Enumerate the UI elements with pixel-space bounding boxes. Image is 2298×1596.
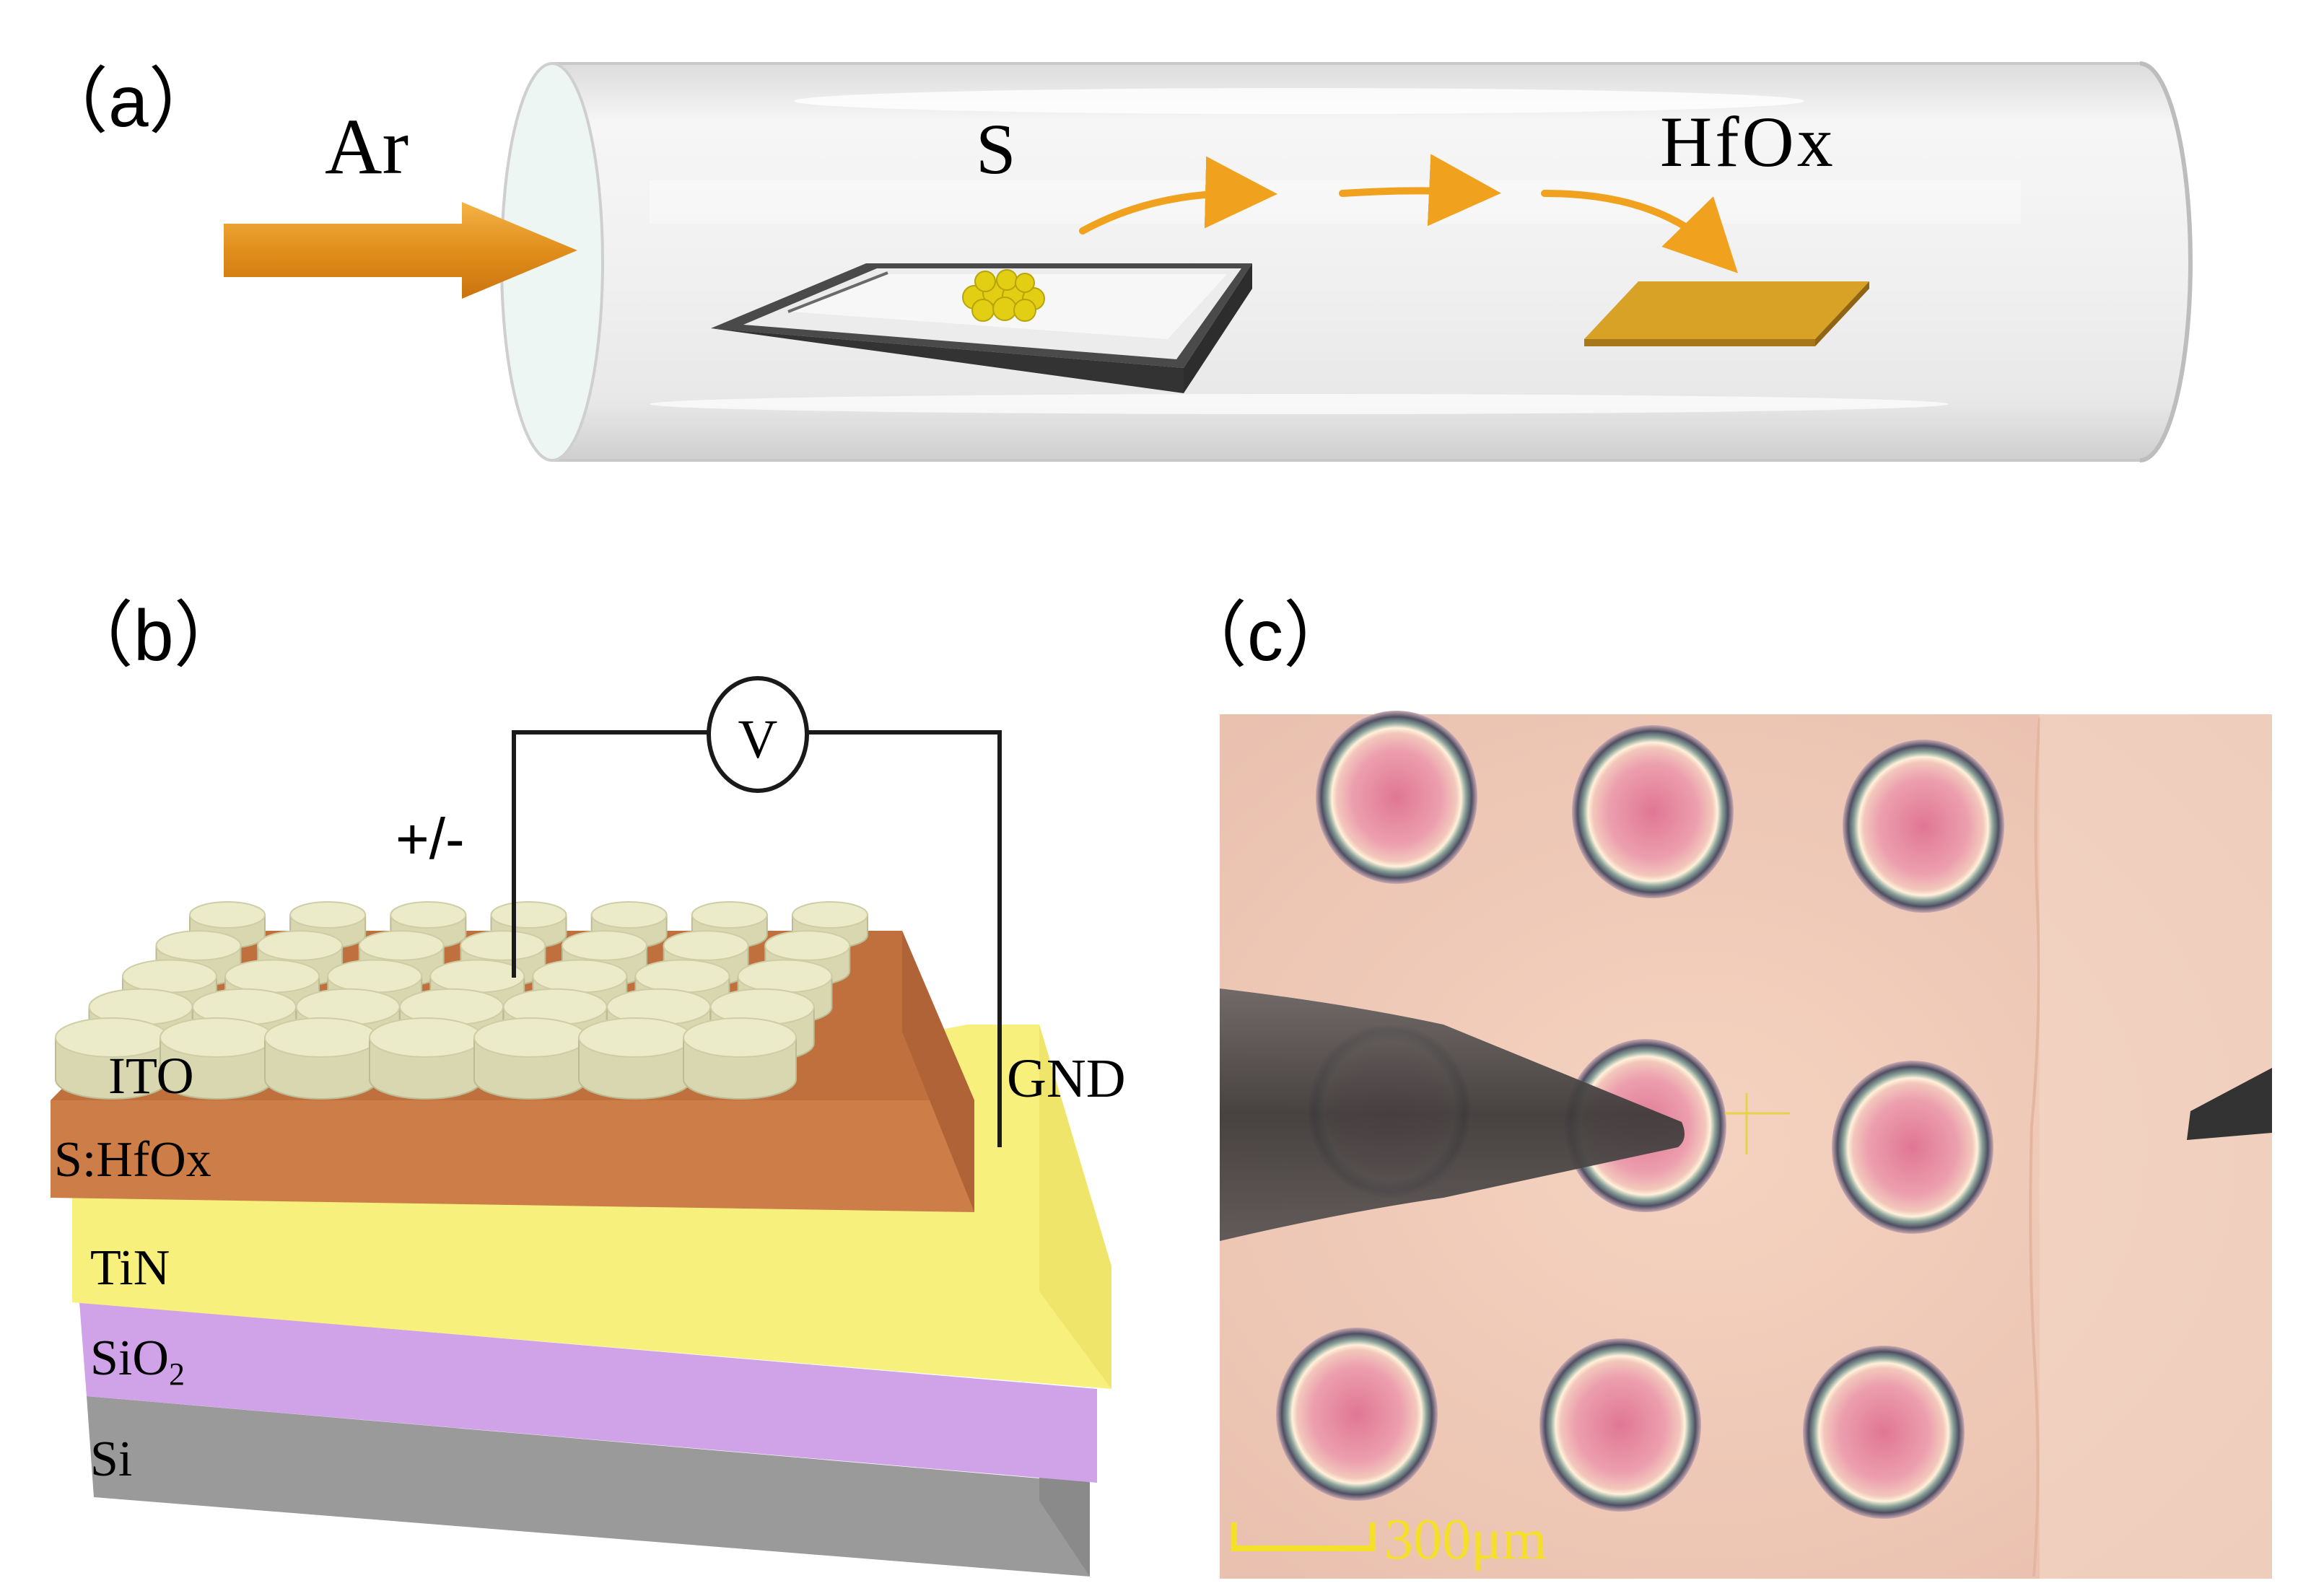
scale-bar-label: 300μm <box>1384 1508 1547 1571</box>
micrograph-pad <box>1276 1328 1438 1501</box>
voltmeter-symbol: V <box>738 709 778 770</box>
sulfur-label: S <box>976 109 1016 189</box>
quartz-tube <box>500 61 2193 462</box>
tin-label: TiN <box>90 1240 170 1296</box>
voltmeter: V <box>707 676 809 793</box>
ito-electrode[interactable] <box>264 1017 378 1100</box>
sulfur-boat <box>711 263 1252 393</box>
vapor-flow-arrows <box>1079 154 1738 273</box>
micrograph-pad <box>1539 1338 1701 1512</box>
panel-a-label: （a） <box>36 61 221 142</box>
argon-flow-arrow <box>224 202 577 299</box>
micrograph-pad <box>1843 740 2004 913</box>
hfox-label: HfOx <box>1660 102 1836 182</box>
panel-c: （c） 300μm <box>1175 595 2272 1579</box>
layer-sio2 <box>79 1302 1097 1483</box>
panel-c-label: （c） <box>1175 595 1355 676</box>
hfox-substrate <box>1584 281 1869 346</box>
sulfur-powder <box>962 269 1045 322</box>
sio2-base: SiO <box>90 1330 169 1386</box>
sio2-label: SiO2 <box>90 1330 185 1392</box>
left-probe-tip <box>1220 988 1685 1241</box>
ito-label: ITO <box>108 1047 194 1105</box>
crosshair <box>1725 1093 1790 1154</box>
ito-electrode[interactable] <box>683 1017 797 1100</box>
si-label: Si <box>90 1431 132 1487</box>
ito-electrode[interactable] <box>55 1017 169 1100</box>
argon-label: Ar <box>325 102 409 190</box>
panel-a: （a） Ar <box>36 61 2193 462</box>
panel-b-label: （b） <box>61 595 246 676</box>
ito-electrode[interactable] <box>473 1017 587 1100</box>
measurement-circuit <box>512 730 1002 1147</box>
micrograph-pad <box>1572 725 1734 898</box>
ground-label: GND <box>1007 1048 1126 1109</box>
shfox-label: S:HfOx <box>54 1132 211 1188</box>
ito-electrode[interactable] <box>578 1017 692 1100</box>
micrograph-pad <box>1832 1061 1993 1234</box>
micrograph-pad <box>1803 1346 1965 1519</box>
scale-bar: 300μm <box>1231 1508 1547 1571</box>
ito-electrode[interactable] <box>691 901 768 949</box>
right-probe-tip <box>2187 1068 2272 1140</box>
ito-electrode-array[interactable] <box>55 901 868 1100</box>
panel-b: （b） V +/- G <box>51 595 1126 1577</box>
ito-electrode[interactable] <box>369 1017 483 1100</box>
sio2-subscript: 2 <box>169 1356 185 1392</box>
polarity-label: +/- <box>396 807 465 871</box>
micrograph-pad <box>1316 711 1477 884</box>
